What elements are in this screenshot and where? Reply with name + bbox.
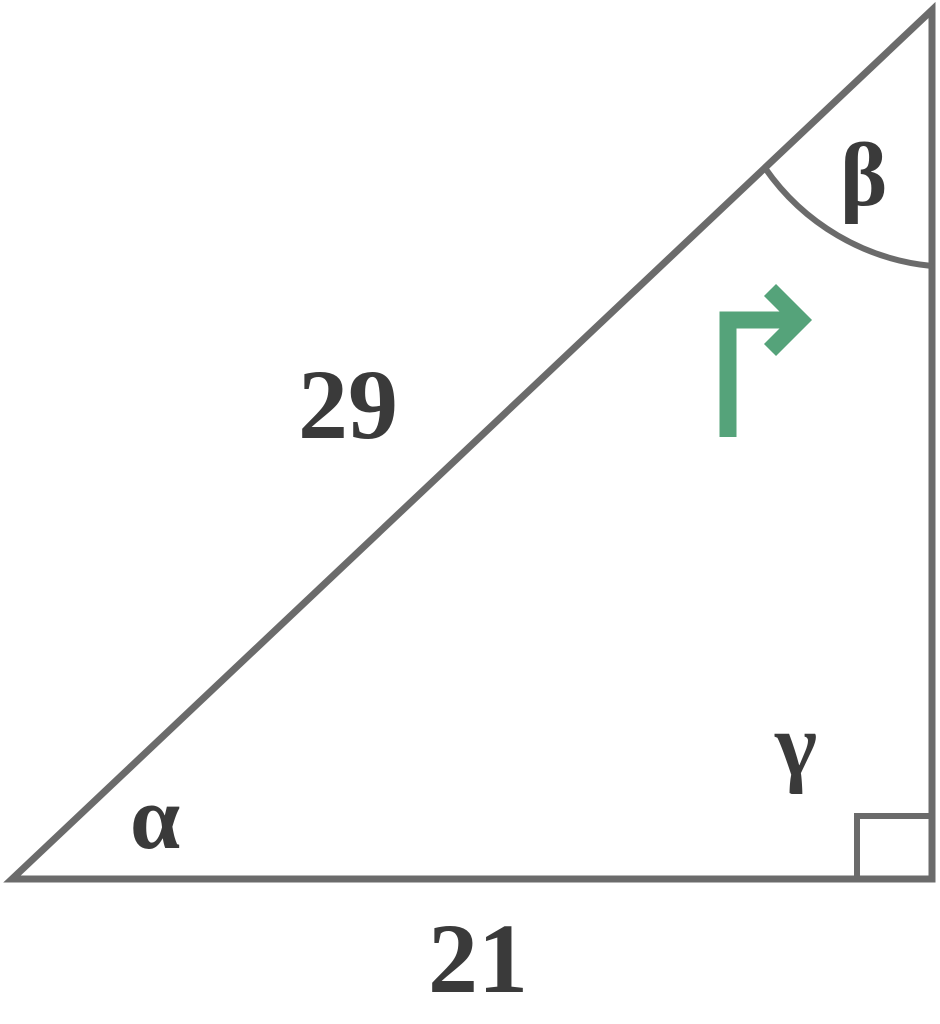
turn-right-arrow-icon: [719, 283, 813, 437]
angle-alpha-label: α: [130, 769, 180, 868]
angle-gamma-label: γ: [774, 696, 817, 795]
angle-arc-beta: [762, 166, 933, 269]
triangle-outline: [3, 1, 936, 883]
base-length-label: 21: [428, 903, 528, 1014]
right-angle-square-icon: [854, 813, 935, 882]
hypotenuse-length-label: 29: [298, 349, 398, 460]
angle-beta-label: β: [840, 126, 887, 225]
